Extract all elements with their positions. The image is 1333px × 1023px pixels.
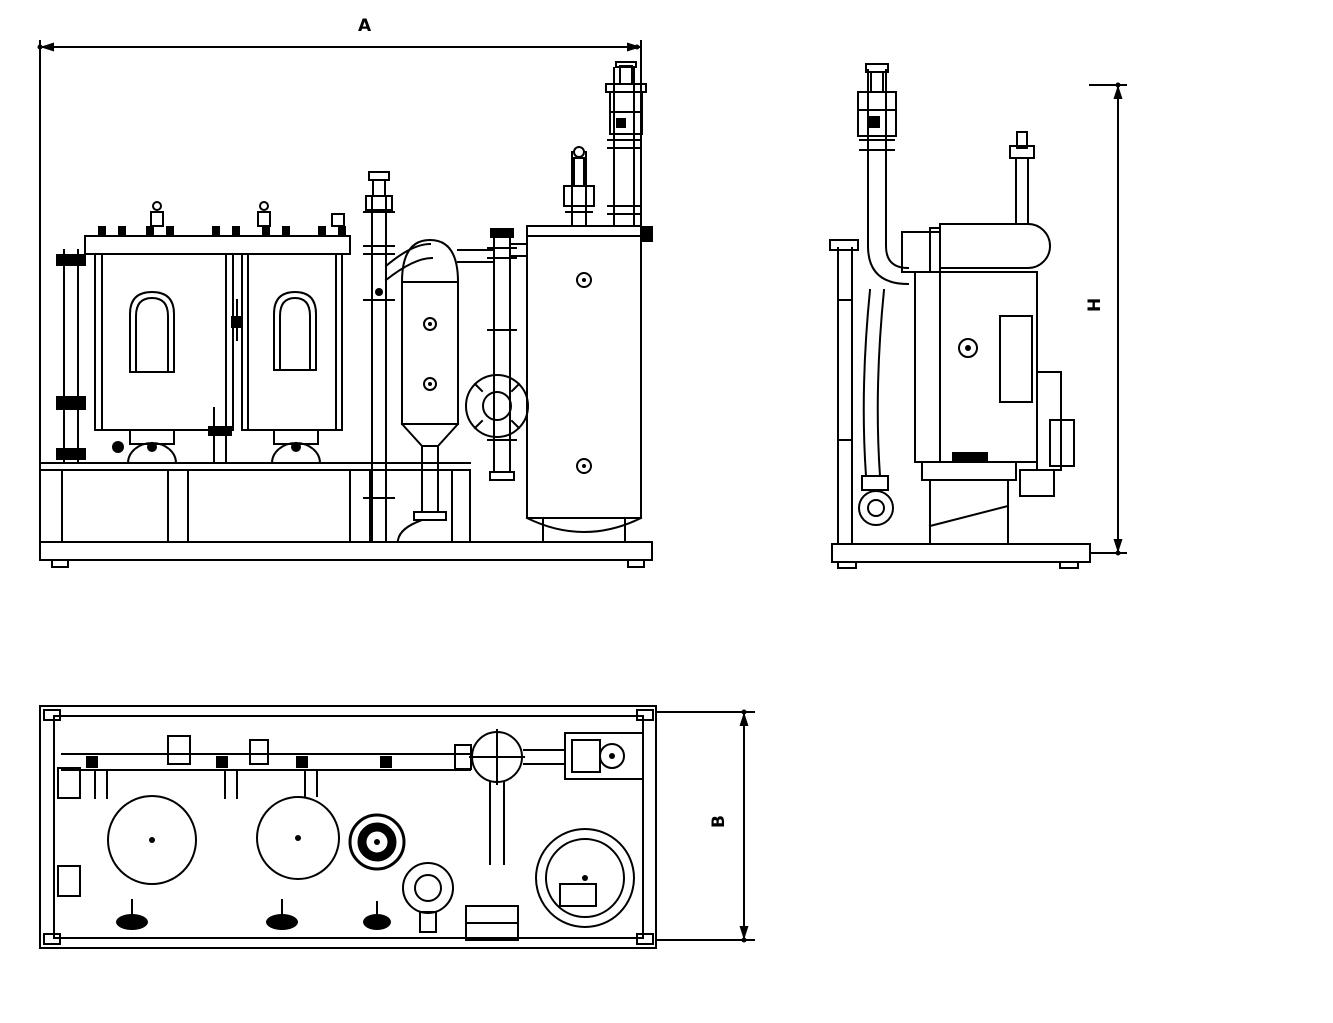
dimension-a-label: A [358,16,372,36]
front-view: A [37,16,653,568]
front-top-manifold [84,201,351,255]
front-skid-base [39,462,653,568]
top-receiver-tank [535,828,635,928]
side-stand [921,452,1055,545]
dimension-b-label: B [709,815,729,828]
top-coupling-circle [348,813,406,871]
front-vent-pipe [605,61,647,227]
dimension-a: A [37,16,642,561]
front-center-pipe [363,171,434,541]
side-vent-pipe [857,63,941,286]
front-pump-housing-right [231,253,343,465]
front-ball-valve-pipe [563,146,595,227]
top-equipment-box [564,732,644,780]
side-down-pipe [858,288,894,526]
front-left-column [56,249,86,464]
top-piping [61,749,566,865]
side-main-body [914,271,1075,471]
side-view: H [829,63,1127,569]
side-skid-base [831,543,1091,569]
top-mounting-pads [116,899,519,941]
top-cross-valve [454,729,525,785]
top-pump-motor-right [256,796,340,880]
top-view: B [39,705,755,949]
side-left-frame [829,239,859,545]
front-receiver-tank [525,225,653,543]
front-pump-housing-left [94,253,234,465]
top-flange-circle [402,862,454,933]
dimension-h: H [1085,82,1127,556]
dimension-b: B [657,709,755,943]
front-pump-flange [465,374,529,438]
top-skid-outline [39,705,657,949]
dimension-h-label: H [1085,298,1105,312]
front-riser-pipe [457,228,528,481]
front-filter-vessel [396,238,460,542]
top-fittings [57,735,269,897]
front-drain-pipe [112,407,232,464]
top-pump-motor-left [107,795,197,885]
side-horizontal-vessel [929,131,1051,273]
